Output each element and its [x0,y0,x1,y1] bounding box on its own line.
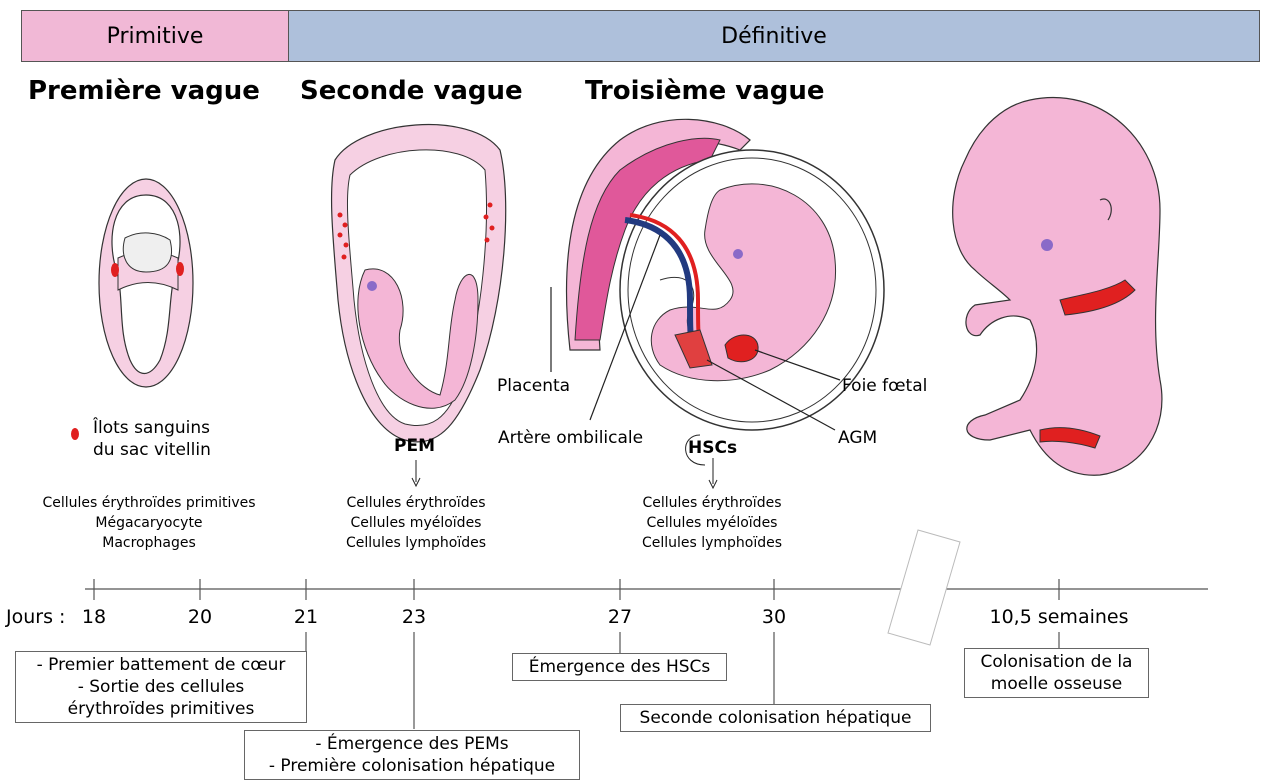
foie-label: Foie fœtal [842,376,927,396]
event-week10: Colonisation de la moelle osseuse [964,648,1149,698]
pem-label: PEM [394,436,435,456]
cell-line: Cellules myéloïdes [316,513,516,533]
cell-line: Cellules lymphoïdes [612,533,812,553]
head-dot-3 [733,249,743,259]
cells-second-wave: Cellules érythroïdes Cellules myéloïdes … [316,493,516,553]
placenta-label: Placenta [497,376,570,396]
ilots-label-1: Îlots sanguins [93,418,210,438]
agm-label: AGM [838,428,877,448]
event-line: - Premier battement de cœur [22,654,300,676]
event-day27: Émergence des HSCs [512,653,727,681]
cell-line: Cellules érythroïdes [612,493,812,513]
cells-third-wave: Cellules érythroïdes Cellules myéloïdes … [612,493,812,553]
cells-first-wave: Cellules érythroïdes primitives Mégacary… [4,493,294,553]
event-day23: - Émergence des PEMs - Première colonisa… [244,730,580,780]
tick-23: 23 [402,606,426,628]
tick-30: 30 [762,606,786,628]
timeline-break [888,530,960,645]
head-dot [367,281,377,291]
blood-island-left [111,263,119,277]
event-line: - Émergence des PEMs [251,733,573,755]
fetus-eye [1041,239,1053,251]
tick-20: 20 [188,606,212,628]
artere-label: Artère ombilicale [498,428,643,448]
event-line: érythroïdes primitives [22,698,300,720]
ilots-label-2: du sac vitellin [93,440,211,460]
fetus-illustration [953,98,1162,476]
event-line: Émergence des HSCs [519,656,720,678]
cell-line: Cellules érythroïdes primitives [4,493,294,513]
yolk-sac-illustration [71,179,193,440]
event-line: Colonisation de la [971,651,1142,673]
event-day30: Seconde colonisation hépatique [620,704,931,732]
hscs-label: HSCs [688,438,737,458]
event-line: - Première colonisation hépatique [251,755,573,777]
event-day21: - Premier battement de cœur - Sortie des… [15,651,307,723]
cell-line: Cellules érythroïdes [316,493,516,513]
third-wave-illustration [567,119,884,430]
cell-line: Macrophages [4,533,294,553]
blood-island-right [176,262,184,276]
tick-27: 27 [608,606,632,628]
tick-21: 21 [294,606,318,628]
cell-line: Cellules lymphoïdes [316,533,516,553]
event-line: Seconde colonisation hépatique [627,707,924,729]
cell-line: Cellules myéloïdes [612,513,812,533]
event-line: moelle osseuse [971,673,1142,695]
event-line: - Sortie des cellules [22,676,300,698]
cell-line: Mégacaryocyte [4,513,294,533]
tick-10-5-weeks: 10,5 semaines [990,606,1129,628]
blood-island-legend-icon [71,428,79,440]
timeline-prefix: Jours : [6,606,65,628]
second-wave-illustration [332,125,506,442]
tick-18: 18 [82,606,106,628]
